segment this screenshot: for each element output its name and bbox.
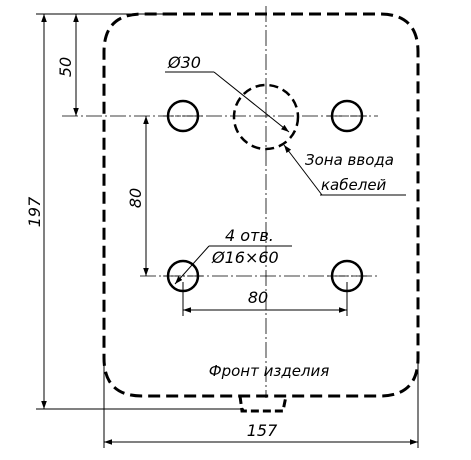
cable-zone-diameter-label: Ø30 (167, 53, 201, 72)
holes-count-label: 4 отв. (225, 226, 274, 245)
mounting-hole-top-left (163, 99, 203, 133)
enclosure-outline (102, 12, 420, 398)
bottom-tab (238, 395, 288, 413)
holes-callout-arrow (174, 245, 210, 285)
dim-80-vertical-label: 80 (126, 188, 145, 208)
dim-80-horizontal-label: 80 (248, 288, 268, 307)
dim-50-label: 50 (56, 57, 75, 77)
front-label: Фронт изделия (209, 362, 330, 380)
cable-zone-label-arrow (283, 144, 323, 196)
mounting-hole-top-right (327, 99, 367, 133)
cable-zone-label-line2: кабелей (321, 176, 387, 194)
cable-entry-zone (232, 83, 300, 151)
holes-size-label: Ø16×60 (211, 248, 279, 267)
dim-197-label: 197 (25, 196, 44, 227)
cable-zone-label-line1: Зона ввода (305, 151, 394, 169)
dim-157-label: 157 (247, 421, 278, 440)
cable-zone-diameter-arrow (213, 71, 290, 133)
